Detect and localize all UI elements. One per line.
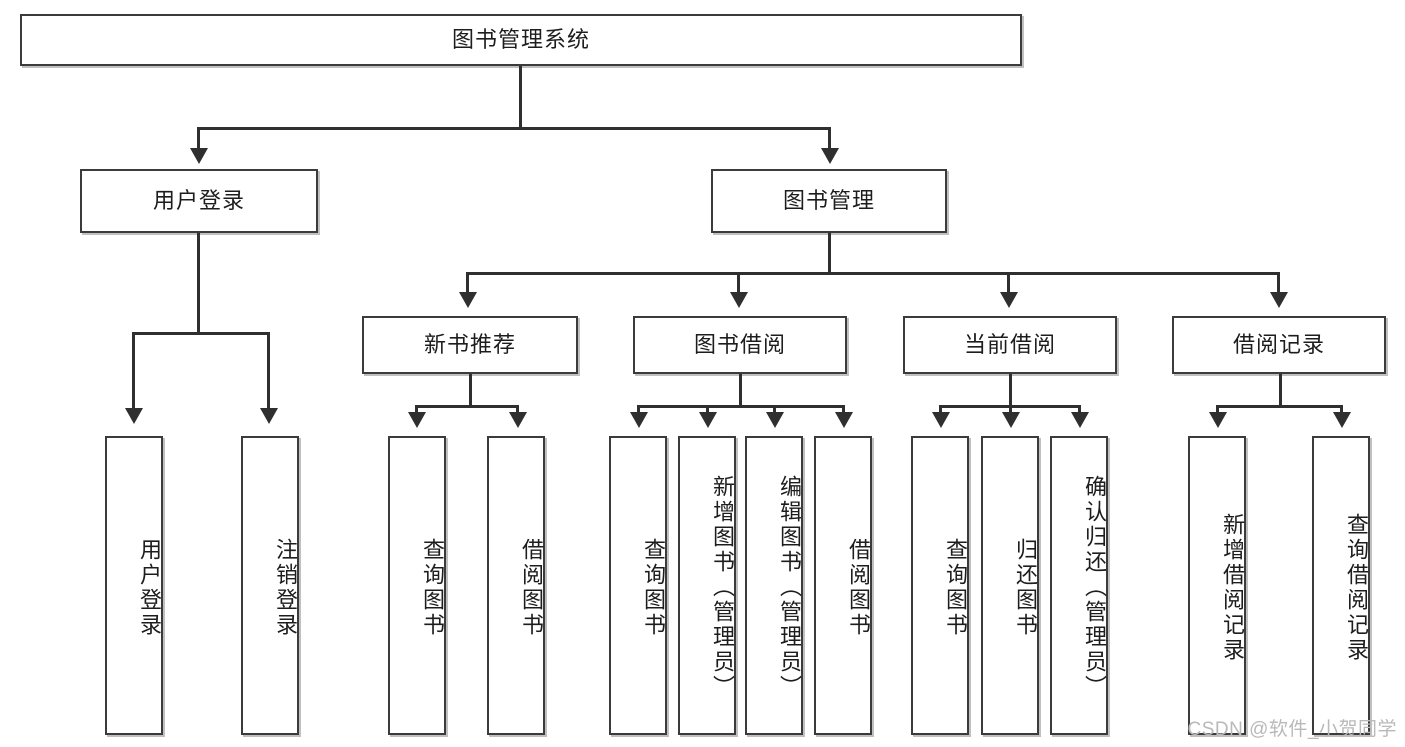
node-label: 用户登录 xyxy=(152,187,245,213)
leaf-book-borrow-add[interactable]: 新增图书（管理员） xyxy=(678,436,736,735)
connector-user-login-drop-2 xyxy=(267,332,270,410)
leaf-borrow-record-add[interactable]: 新增借阅记录 xyxy=(1188,436,1246,735)
node-label: 图书管理 xyxy=(782,187,875,213)
arrowhead-borrow-record-leaf-1 xyxy=(1209,412,1227,428)
node-current-borrow[interactable]: 当前借阅 xyxy=(903,316,1117,374)
node-label: 查询图书 xyxy=(943,537,968,638)
arrowhead-book-borrow-leaf-4 xyxy=(835,412,853,428)
connector-to-book-borrow xyxy=(737,272,740,294)
connector-current-borrow-drop-2 xyxy=(1009,405,1012,414)
node-label: 查询借阅记录 xyxy=(1344,512,1369,663)
node-label: 查询图书 xyxy=(420,537,445,638)
arrowhead-user-login-leaf-1 xyxy=(125,408,143,424)
connector-current-borrow-stem xyxy=(1009,374,1012,406)
arrowhead-to-book-borrow xyxy=(730,292,748,308)
node-label: 注销登录 xyxy=(273,537,298,638)
connector-user-login-bus xyxy=(132,332,270,335)
arrowhead-book-borrow-leaf-2 xyxy=(699,412,717,428)
arrowhead-to-user-login xyxy=(190,148,208,164)
connector-borrow-record-drop-2 xyxy=(1340,405,1343,414)
leaf-current-borrow-confirm-return[interactable]: 确认归还（管理员） xyxy=(1050,436,1108,735)
leaf-borrow-record-query[interactable]: 查询借阅记录 xyxy=(1312,436,1370,735)
leaf-current-borrow-return[interactable]: 归还图书 xyxy=(981,436,1039,735)
node-root-system[interactable]: 图书管理系统 xyxy=(20,14,1022,66)
arrowhead-book-borrow-leaf-3 xyxy=(766,412,784,428)
node-book-borrow[interactable]: 图书借阅 xyxy=(633,316,847,374)
connector-level2-bus xyxy=(197,127,831,130)
arrowhead-to-book-manage xyxy=(821,148,839,164)
connector-new-book-drop-1 xyxy=(415,405,418,414)
arrowhead-user-login-leaf-2 xyxy=(260,408,278,424)
connector-book-borrow-stem xyxy=(739,374,742,406)
node-label: 借阅图书 xyxy=(519,537,544,638)
arrowhead-to-current-borrow xyxy=(1000,292,1018,308)
node-label: 新增图书（管理员） xyxy=(710,475,735,700)
leaf-book-borrow-edit[interactable]: 编辑图书（管理员） xyxy=(745,436,803,735)
connector-new-book-drop-2 xyxy=(516,405,519,414)
leaf-book-borrow-borrow[interactable]: 借阅图书 xyxy=(814,436,872,735)
node-label: 确认归还（管理员） xyxy=(1082,475,1107,700)
node-label: 图书管理系统 xyxy=(451,26,590,52)
connector-to-new-book xyxy=(466,272,469,294)
connector-book-manage-stem xyxy=(828,233,831,273)
arrowhead-new-book-leaf-2 xyxy=(509,412,527,428)
node-label: 查询图书 xyxy=(641,537,666,638)
node-label: 借阅图书 xyxy=(846,537,871,638)
node-label: 编辑图书（管理员） xyxy=(777,475,802,700)
connector-root-stem xyxy=(519,66,522,128)
node-new-book-recommend[interactable]: 新书推荐 xyxy=(362,316,578,374)
connector-to-current-borrow xyxy=(1007,272,1010,294)
arrowhead-current-borrow-leaf-2 xyxy=(1002,412,1020,428)
connector-new-book-stem xyxy=(469,374,472,406)
arrowhead-current-borrow-leaf-1 xyxy=(932,412,950,428)
node-label: 借阅记录 xyxy=(1232,331,1325,357)
node-label: 用户登录 xyxy=(137,537,162,638)
connector-user-login-drop-1 xyxy=(132,332,135,410)
connector-to-user-login xyxy=(197,127,200,151)
leaf-user-login-login[interactable]: 用户登录 xyxy=(105,436,163,735)
connector-book-borrow-bus xyxy=(637,405,845,408)
node-label: 新增借阅记录 xyxy=(1220,512,1245,663)
connector-borrow-record-stem xyxy=(1279,374,1282,406)
node-label: 归还图书 xyxy=(1013,537,1038,638)
node-label: 当前借阅 xyxy=(963,331,1056,357)
arrowhead-to-borrow-record xyxy=(1270,292,1288,308)
node-borrow-record[interactable]: 借阅记录 xyxy=(1172,316,1386,374)
leaf-new-book-borrow[interactable]: 借阅图书 xyxy=(487,436,545,735)
arrowhead-to-new-book xyxy=(459,292,477,308)
connector-book-borrow-drop-3 xyxy=(773,405,776,414)
arrowhead-book-borrow-leaf-1 xyxy=(630,412,648,428)
leaf-user-login-logout[interactable]: 注销登录 xyxy=(241,436,299,735)
connector-book-borrow-drop-2 xyxy=(706,405,709,414)
node-user-login[interactable]: 用户登录 xyxy=(80,169,318,233)
arrowhead-borrow-record-leaf-2 xyxy=(1333,412,1351,428)
leaf-book-borrow-query[interactable]: 查询图书 xyxy=(609,436,667,735)
connector-borrow-record-bus xyxy=(1216,405,1343,408)
leaf-new-book-query[interactable]: 查询图书 xyxy=(388,436,446,735)
leaf-current-borrow-query[interactable]: 查询图书 xyxy=(911,436,969,735)
connector-current-borrow-drop-1 xyxy=(939,405,942,414)
node-label: 新书推荐 xyxy=(423,331,516,357)
connector-new-book-bus xyxy=(415,405,519,408)
arrowhead-current-borrow-leaf-3 xyxy=(1071,412,1089,428)
connector-to-borrow-record xyxy=(1277,272,1280,294)
connector-level3-bus xyxy=(466,272,1280,275)
connector-book-borrow-drop-1 xyxy=(637,405,640,414)
connector-user-login-stem xyxy=(197,233,200,333)
connector-to-book-manage xyxy=(828,127,831,151)
connector-borrow-record-drop-1 xyxy=(1216,405,1219,414)
connector-current-borrow-drop-3 xyxy=(1078,405,1081,414)
node-book-management[interactable]: 图书管理 xyxy=(711,169,947,233)
arrowhead-new-book-leaf-1 xyxy=(408,412,426,428)
node-label: 图书借阅 xyxy=(693,331,786,357)
connector-book-borrow-drop-4 xyxy=(842,405,845,414)
